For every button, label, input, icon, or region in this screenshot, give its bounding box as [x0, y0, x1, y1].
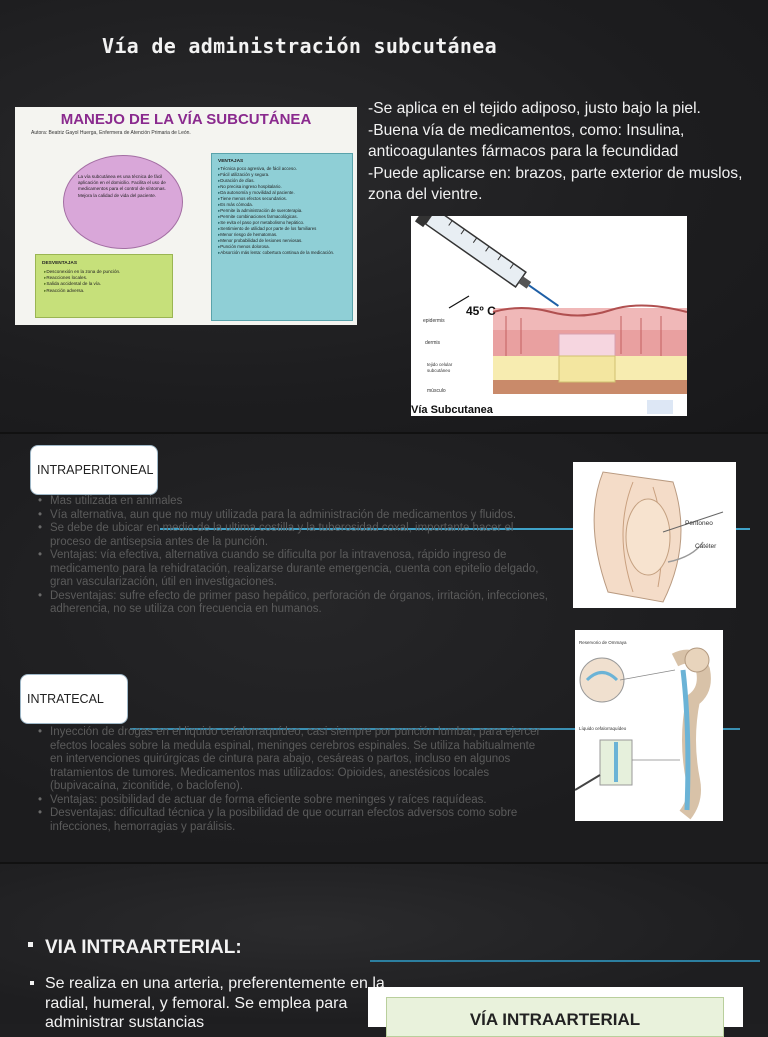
- ventajas-title: VENTAJAS: [218, 159, 244, 164]
- ventajas-list: Técnica poco agresiva, de fácil acceso. …: [212, 166, 352, 256]
- list-item: Fácil utilización y segura.: [218, 172, 352, 178]
- list-item: Desventajas: sufre efecto de primer paso…: [38, 590, 548, 617]
- peritoneal-illustration: Peritoneo Catéter: [573, 462, 736, 608]
- list-item: Da autonomía y movilidad al paciente.: [218, 190, 352, 196]
- list-item: Permite la administración de sueroterapi…: [218, 208, 352, 214]
- ventajas-box: VENTAJAS Técnica poco agresiva, de fácil…: [211, 153, 353, 321]
- image-label-lcr: Líquido cefalorraquídeo: [579, 726, 627, 731]
- text-line: -Buena vía de medicamentos, como: Insuli…: [368, 121, 685, 161]
- bullet-icon: [28, 942, 33, 948]
- layer-label-musculo: músculo: [427, 388, 446, 394]
- layer-label-subcutaneo: tejido celular: [427, 362, 453, 367]
- intraperitoneal-list: Mas utilizada en animales Vía alternativ…: [38, 495, 548, 617]
- desventajas-list: Desconexión en la zona de punción. Reacc…: [36, 269, 172, 294]
- layer-label-epidermis: epidermis: [423, 318, 445, 324]
- slide-divider: [0, 862, 768, 864]
- list-item: Reacción adversa.: [44, 288, 172, 294]
- image-label-ommaya: Reservorio de Ommaya: [579, 640, 627, 645]
- text-line: -Puede aplicarse en: brazos, parte exter…: [368, 164, 743, 204]
- intratecal-list: Inyección de drogas en el liquido cefalo…: [38, 726, 548, 834]
- syringe-illustration: epidermis dermis tejido celular subcután…: [411, 216, 687, 416]
- slide-subcutanea: Vía de administración subcutánea MANEJO …: [0, 0, 768, 432]
- list-item: Desconexión en la zona de punción.: [44, 269, 172, 275]
- list-item: Menor probabilidad de lesiones nerviosas…: [218, 238, 352, 244]
- list-item: Desventajas: dificultad técnica y la pos…: [38, 807, 548, 834]
- manejo-infographic: MANEJO DE LA VÍA SUBCUTÁNEA Autora: Beat…: [15, 107, 357, 325]
- intraarterial-text: Se realiza en una arteria, preferentemen…: [28, 974, 385, 1033]
- list-item: Se debe de ubicar en medio de la ultima …: [38, 522, 548, 549]
- layer-label-dermis: dermis: [425, 340, 441, 346]
- list-item: Reacciones locales.: [44, 275, 172, 281]
- list-item: Es más cómoda.: [218, 202, 352, 208]
- list-item: No precisa ingreso hospitalario.: [218, 184, 352, 190]
- list-item: Técnica poco agresiva, de fácil acceso.: [218, 166, 352, 172]
- image-label-peritoneo: Peritoneo: [685, 520, 713, 527]
- syringe-diagram: epidermis dermis tejido celular subcután…: [414, 216, 687, 414]
- definition-text: La vía subcutánea es una técnica de fáci…: [78, 174, 166, 198]
- layer-label-subcutaneo-2: subcutáneo: [427, 368, 451, 373]
- intraperitoneal-label: INTRAPERITONEAL: [30, 445, 158, 495]
- slide-divider: [0, 432, 768, 434]
- logo-mark: [647, 400, 673, 414]
- infographic-title: MANEJO DE LA VÍA SUBCUTÁNEA: [60, 111, 312, 128]
- heading-text: VIA INTRAARTERIAL:: [45, 937, 242, 958]
- list-item: Tiene menos efectos secundarios.: [218, 196, 352, 202]
- list-item: Menor riesgo de hematomas.: [218, 232, 352, 238]
- list-item: Sentimiento de utilidad por parte de los…: [218, 226, 352, 232]
- epidermis-layer: [493, 308, 687, 330]
- list-item: Ventajas: vía efectiva, alternativa cuan…: [38, 549, 548, 590]
- infographic-author: Autora: Beatriz Gayol Huerga, Enfermera …: [31, 130, 191, 136]
- list-item: Duración de días.: [218, 178, 352, 184]
- list-item: Mas utilizada en animales: [38, 495, 548, 509]
- list-item: Vía alternativa, aun que no muy utilizad…: [38, 509, 548, 523]
- list-item: Absorción más lenta: cobertura continua …: [218, 250, 352, 256]
- intraarterial-heading: VIA INTRAARTERIAL:: [28, 937, 242, 959]
- accent-line: [370, 960, 760, 962]
- list-item: Ventajas: posibilidad de actuar de forma…: [38, 794, 548, 808]
- definition-ellipse: La vía subcutánea es una técnica de fáci…: [63, 155, 183, 249]
- intraarterial-card: VÍA INTRAARTERIAL: [368, 987, 743, 1037]
- muscle-layer: [493, 380, 687, 394]
- image-label-cateter: Catéter: [695, 543, 717, 550]
- list-item: Inyección de drogas en el liquido cefalo…: [38, 726, 548, 794]
- desventajas-box: DESVENTAJAS Desconexión en la zona de pu…: [35, 254, 173, 318]
- syringe-caption: Vía Subcutanea: [411, 404, 493, 416]
- list-item: Salida accidental de la vía.: [44, 281, 172, 287]
- list-item: Permite combinaciones farmacológicas.: [218, 214, 352, 220]
- subcutanea-description: -Se aplica en el tejido adiposo, justo b…: [368, 98, 764, 206]
- slide-title: Vía de administración subcutánea: [102, 34, 497, 58]
- list-item: Se evita el paso por metabolismo hepátic…: [218, 220, 352, 226]
- text-line: -Se aplica en el tejido adiposo, justo b…: [368, 100, 701, 117]
- intraarterial-card-title: VÍA INTRAARTERIAL: [386, 997, 724, 1037]
- angle-label: 45º C: [466, 304, 496, 318]
- intratecal-label: INTRATECAL: [20, 674, 128, 724]
- desventajas-title: DESVENTAJAS: [42, 261, 78, 266]
- list-item: Punción menos dolorosa.: [218, 244, 352, 250]
- spinal-illustration: Reservorio de Ommaya Líquido cefalorraqu…: [575, 630, 723, 821]
